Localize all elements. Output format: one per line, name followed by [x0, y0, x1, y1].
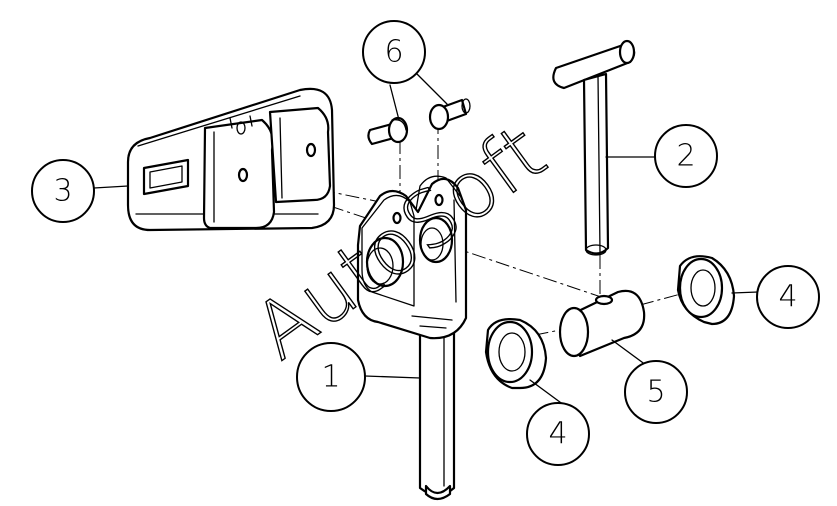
callout-1: 1: [296, 342, 366, 412]
part-4-washer-left: [484, 318, 548, 390]
callout-5: 5: [624, 360, 688, 424]
part-3-bracket: [126, 87, 336, 232]
callout-2-label: 2: [676, 139, 695, 174]
part-4-washer-right: [676, 255, 736, 326]
callout-4-left-label: 4: [548, 417, 567, 452]
leader-lines: [93, 71, 759, 409]
callout-4-left: 4: [526, 402, 590, 466]
callout-3-label: 3: [53, 174, 72, 209]
part-1-clevis: [356, 175, 468, 501]
callout-4-right: 4: [756, 265, 820, 329]
callout-4-right-label: 4: [778, 280, 797, 315]
callout-3: 3: [31, 159, 95, 223]
callout-2: 2: [654, 124, 718, 188]
part-2-t-pin: [552, 39, 636, 256]
callout-1-label: 1: [321, 360, 340, 395]
callout-6: 6: [362, 20, 426, 84]
part-6-pins: [367, 98, 471, 146]
callout-6-label: 6: [384, 35, 403, 70]
part-5-bushing: [558, 289, 646, 358]
callout-5-label: 5: [646, 375, 665, 410]
